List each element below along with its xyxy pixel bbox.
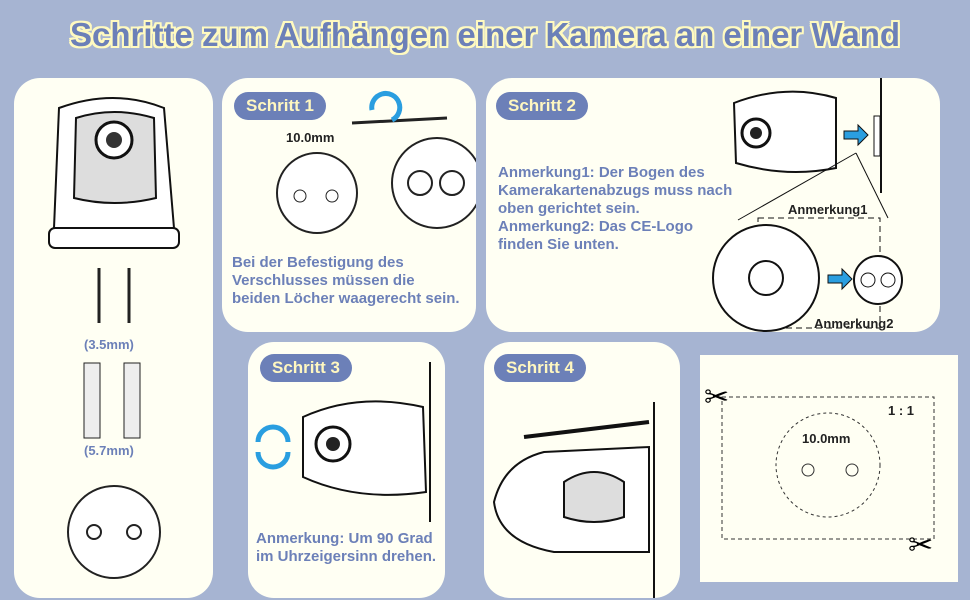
annotation2-label: Anmerkung2: [814, 316, 894, 331]
scissors-icon: ✂: [704, 381, 729, 414]
step4-panel: Schritt 4: [484, 342, 680, 598]
step3-badge: Schritt 3: [260, 354, 353, 382]
rotate-clockwise-icon: [255, 424, 291, 443]
step3-panel: Schritt 3 Anmerkung: Um 90 Grad im Uhrze…: [248, 342, 445, 598]
camera-illustration: [48, 97, 180, 323]
step1-mount-illustration: [276, 90, 476, 234]
mounting-template: ✂ ✂ 1 : 1 10.0mm: [700, 355, 958, 582]
template-drawing: ✂ ✂: [704, 381, 935, 562]
arrow-right-icon: [843, 123, 869, 147]
step1-dimension: 10.0mm: [286, 130, 335, 145]
mount-plate-icon: [67, 485, 161, 579]
screw-size: (3.5mm): [84, 337, 134, 352]
step2-note2: Anmerkung2: Das CE-Logo finden Sie unten…: [498, 218, 694, 253]
step1-badge: Schritt 1: [234, 92, 327, 120]
parts-panel: (3.5mm) (5.7mm): [14, 78, 213, 598]
step2-badge: Schritt 2: [496, 92, 589, 120]
step2-panel: Schritt 2 Anmerkung1: Der Bogen des Kame…: [486, 78, 940, 332]
step1-panel: Schritt 1 10.0mm Bei der Befestigung des…: [222, 78, 476, 332]
screw-icon: [97, 268, 131, 323]
template-dimension: 10.0mm: [802, 431, 851, 446]
step4-badge: Schritt 4: [494, 354, 587, 382]
step2-note1: Anmerkung1: Der Bogen des Kamerakartenab…: [498, 164, 733, 217]
step3-illustration: [255, 362, 431, 522]
annotation1-label: Anmerkung1: [788, 202, 868, 217]
rotate-arrow-icon: [369, 90, 403, 123]
step2-illustration: [712, 78, 903, 332]
scissors-icon: ✂: [908, 529, 933, 562]
template-scale: 1 : 1: [888, 403, 915, 418]
page-title: Schritte zum Aufhängen einer Kamera an e…: [69, 16, 901, 53]
step4-illustration: [492, 402, 655, 598]
anchor-size: (5.7mm): [84, 443, 134, 458]
step3-note: Anmerkung: Um 90 Grad im Uhrzeigersinn d…: [256, 530, 437, 565]
step1-note: Bei der Befestigung des Verschlusses müs…: [232, 254, 460, 307]
wall-anchor-icon: [83, 362, 141, 439]
